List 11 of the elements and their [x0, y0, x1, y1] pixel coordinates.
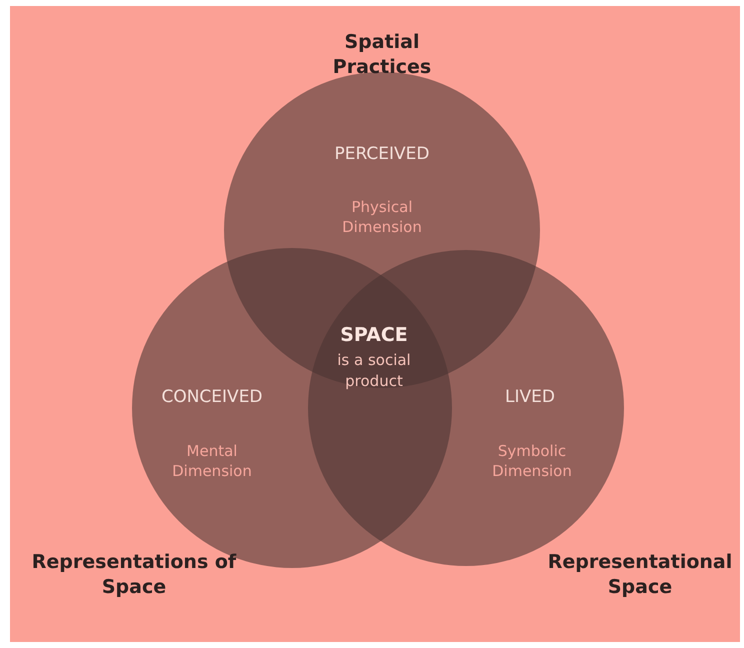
- circle-subtitle: Symbolic Dimension: [491, 442, 573, 481]
- circle-title: CONCEIVED: [160, 386, 264, 408]
- center-title: SPACE: [339, 323, 409, 348]
- circle-title: LIVED: [504, 386, 556, 408]
- center-text: is a social product: [336, 350, 412, 392]
- circle-subtitle: Mental Dimension: [171, 442, 253, 481]
- circle-heading: Spatial Practices: [332, 30, 432, 80]
- circle-heading: Representations of Space: [30, 550, 238, 600]
- circle-title: PERCEIVED: [333, 143, 431, 166]
- circle-subtitle: Physical Dimension: [341, 198, 423, 237]
- circle-heading: Representational Space: [546, 550, 734, 600]
